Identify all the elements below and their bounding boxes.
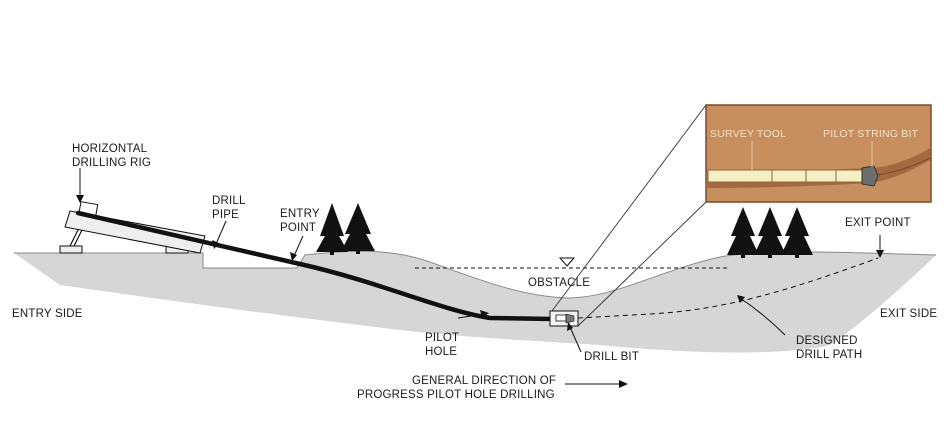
label-designed-path-line1: DESIGNED bbox=[796, 335, 858, 347]
label-pilot-hole-line1: PILOT bbox=[425, 332, 459, 344]
label-rig-line2: DRILLING RIG bbox=[72, 157, 151, 169]
label-direction-line2: PROGRESS PILOT HOLE DRILLING bbox=[357, 389, 555, 401]
label-direction-line1: GENERAL DIRECTION OF bbox=[412, 375, 556, 387]
label-exit-point: EXIT POINT bbox=[845, 217, 911, 229]
inset-label-pilot-string-bit: PILOT STRING BIT bbox=[823, 128, 919, 140]
label-entry-point-line2: POINT bbox=[280, 222, 316, 234]
water-level-marker bbox=[558, 257, 576, 267]
trees-right bbox=[727, 207, 813, 258]
label-pipe-line2: PIPE bbox=[212, 209, 239, 221]
inset-label-survey-tool: SURVEY TOOL bbox=[710, 128, 786, 140]
label-rig-line1: HORIZONTAL bbox=[72, 143, 148, 155]
label-entry-side: ENTRY SIDE bbox=[12, 308, 83, 320]
label-exit-side: EXIT SIDE bbox=[880, 308, 937, 320]
drill-pipe bbox=[75, 210, 555, 322]
arrowheads bbox=[76, 195, 884, 388]
label-pilot-hole-line2: HOLE bbox=[425, 346, 457, 358]
label-drill-bit: DRILL BIT bbox=[584, 351, 639, 363]
ground-cross-section bbox=[14, 251, 936, 353]
trees-left bbox=[316, 203, 375, 255]
label-designed-path-line2: DRILL PATH bbox=[796, 349, 862, 361]
inset-magnified-view bbox=[551, 104, 932, 327]
drill-bit-marker bbox=[549, 310, 579, 327]
label-obstacle: OBSTACLE bbox=[528, 277, 590, 289]
label-entry-point-line1: ENTRY bbox=[280, 208, 320, 220]
label-pipe-line1: DRILL bbox=[212, 195, 246, 207]
